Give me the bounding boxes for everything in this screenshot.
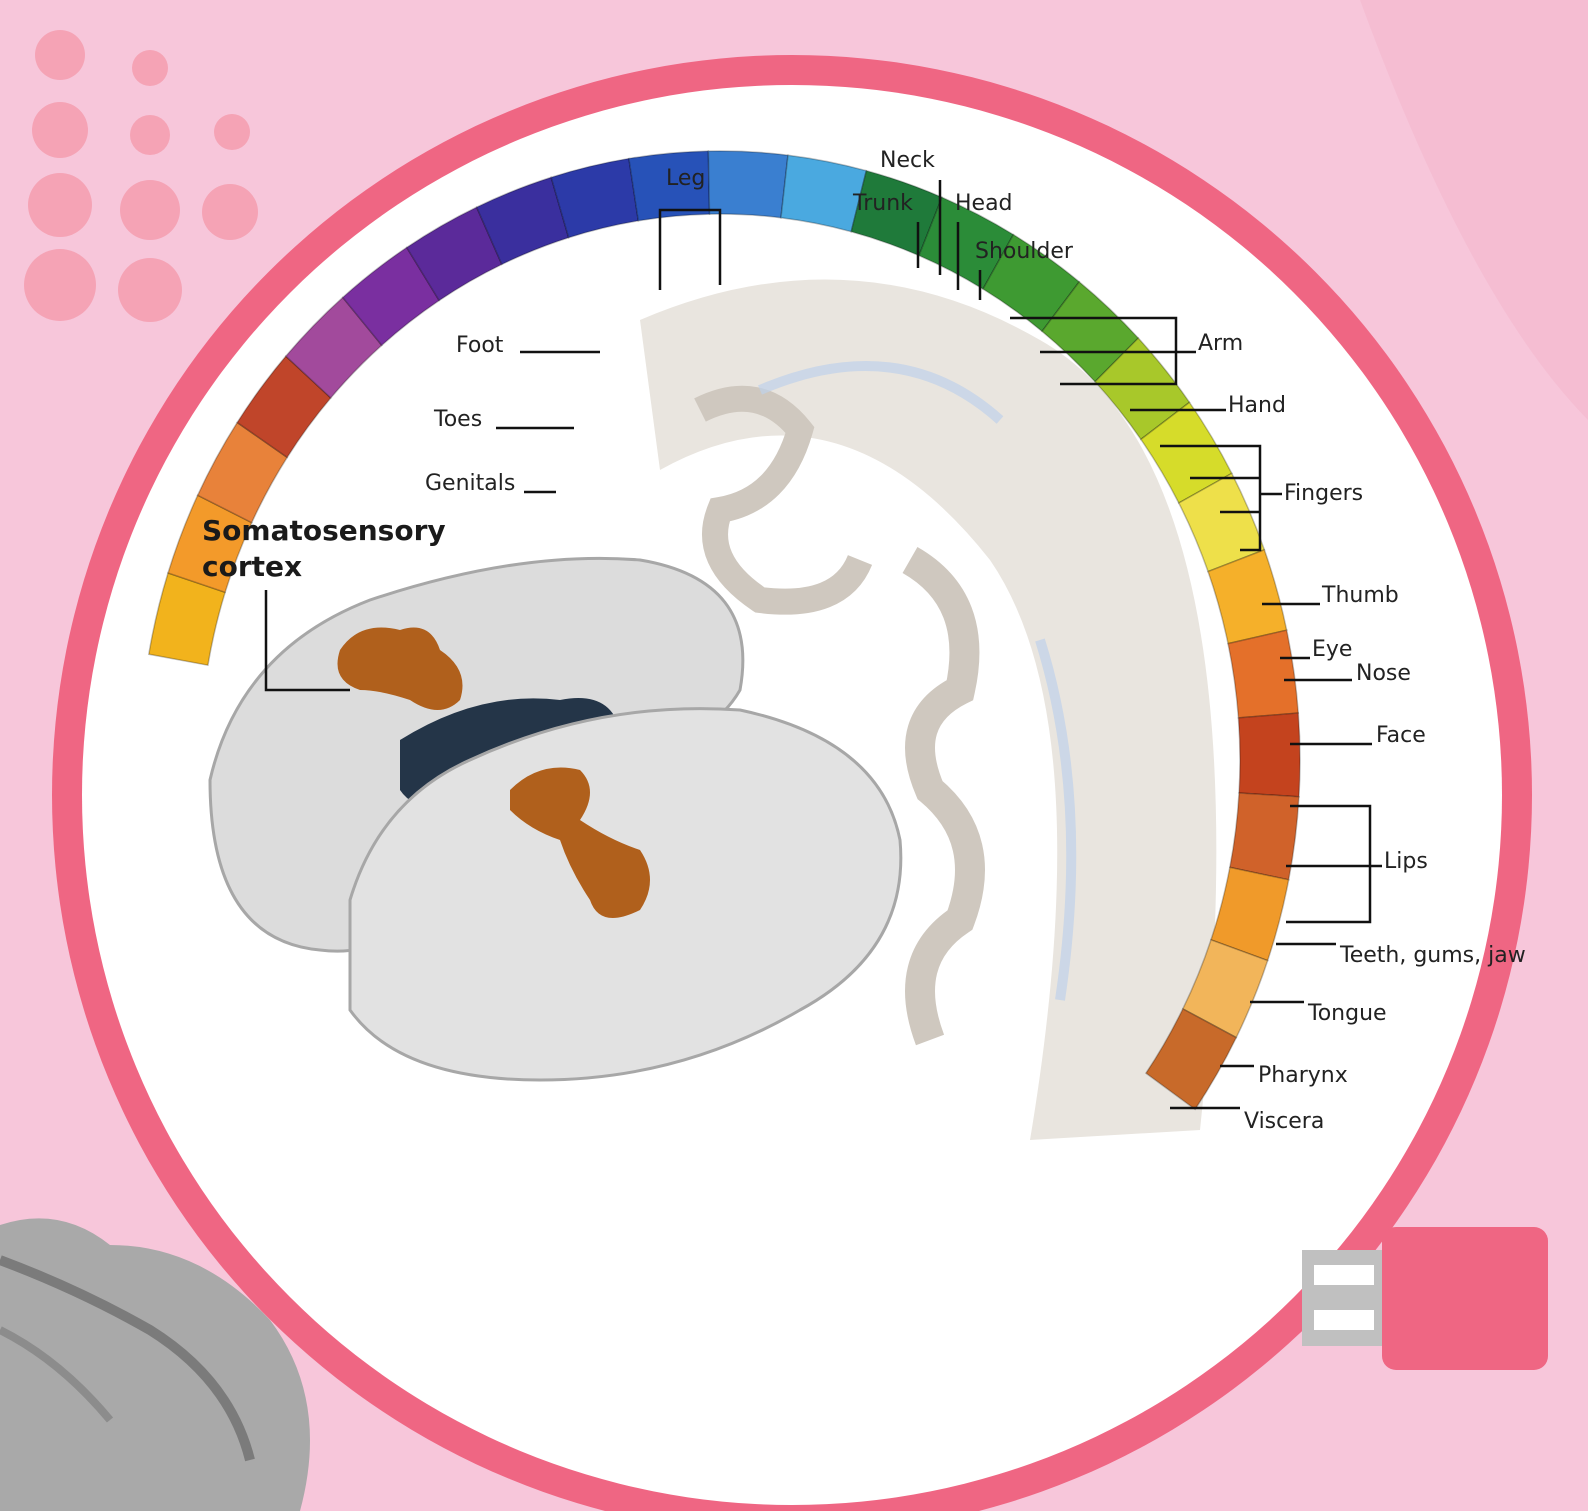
label-eye: Eye [1312,637,1352,662]
label-toes: Toes [433,407,482,432]
label-thumb: Thumb [1321,583,1399,608]
label-viscera: Viscera [1244,1109,1324,1134]
label-genitals: Genitals [425,471,515,496]
label-leg: Leg [666,166,705,191]
label-tongue: Tongue [1307,1001,1387,1026]
label-shoulder: Shoulder [975,239,1074,264]
label-arm: Arm [1198,331,1243,356]
label-foot: Foot [456,333,504,358]
label-head: Head [955,191,1013,216]
label-hand: Hand [1228,393,1286,418]
label-teeth: Teeth, gums, jaw [1339,943,1526,968]
label-pharynx: Pharynx [1258,1063,1348,1088]
label-trunk: Trunk [852,191,913,216]
band-segment-upper-lip [1228,630,1298,718]
band-segment-elbow [708,151,788,218]
label-lips: Lips [1384,849,1428,874]
label-nose: Nose [1356,661,1411,686]
somatosensory-title: Somatosensory [202,514,446,547]
cortex-title: cortex [202,550,302,583]
label-fingers: Fingers [1284,481,1363,506]
label-neck: Neck [880,148,935,173]
label-face: Face [1376,723,1426,748]
band-segment-lips [1238,713,1300,797]
